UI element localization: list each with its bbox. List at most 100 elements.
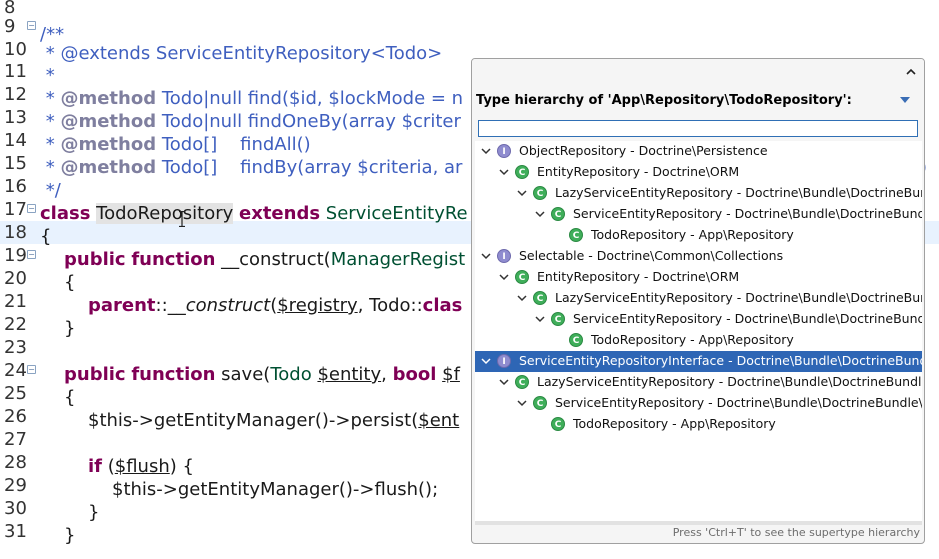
line-number: 22 [4, 314, 27, 335]
code-line-21[interactable]: parent::__construct($registry, Todo::cla… [88, 295, 463, 316]
editor-line: 27 [0, 428, 939, 451]
editor-line: 23 [0, 336, 939, 359]
tree-item-label: TodoRepository - App\Repository [573, 416, 776, 431]
code-line-13[interactable]: * @method Todo|null findOneBy(array $cri… [40, 111, 461, 132]
fold-toggle-icon[interactable]: − [27, 365, 36, 374]
tree-item[interactable]: C ServiceEntityRepository - Doctrine\Bund… [475, 393, 922, 414]
fold-toggle-icon[interactable]: − [27, 204, 36, 213]
code-line-16[interactable]: */ [40, 180, 61, 201]
code-line-18[interactable]: { [40, 226, 52, 247]
code-line-26[interactable]: $this->getEntityManager()->persist($ent [88, 410, 460, 431]
code-line-19[interactable]: public function __construct(ManagerRegis… [64, 249, 466, 270]
fold-toggle-icon[interactable]: − [27, 250, 36, 259]
horizontal-scrollbar[interactable] [475, 521, 922, 525]
line-number: 11 [4, 61, 27, 82]
code-line-11[interactable]: * [40, 65, 55, 86]
editor-line: 25 [0, 382, 939, 405]
class-icon: C [515, 270, 529, 284]
code-line-30[interactable]: } [88, 502, 100, 523]
code-line-24[interactable]: public function save(Todo $entity, bool … [64, 364, 460, 385]
code-line-10[interactable]: * @extends ServiceEntityRepository<Todo> [40, 43, 443, 64]
line-number-gutter [0, 0, 38, 559]
occurrence-highlight[interactable]: TodoRepository [96, 203, 234, 224]
line-number: 28 [4, 452, 27, 473]
chevron-down-icon[interactable] [517, 293, 527, 303]
line-number: 15 [4, 153, 27, 174]
interface-icon: I [497, 354, 511, 368]
tree-item[interactable]: C TodoRepository - App\Repository [475, 330, 922, 351]
line-number: 9 [4, 16, 16, 37]
popup-header [472, 59, 924, 89]
chevron-down-icon[interactable] [499, 167, 509, 177]
class-icon: C [533, 396, 547, 410]
chevron-down-icon[interactable] [517, 398, 527, 408]
code-line-12[interactable]: * @method Todo|null find($id, $lockMode … [40, 88, 464, 109]
tree-item-label: ServiceEntityRepository - Doctrine\Bundl… [573, 206, 922, 221]
line-number: 17 [4, 199, 27, 220]
view-menu-icon[interactable] [900, 96, 910, 104]
code-line-9[interactable]: /** [40, 24, 65, 45]
type-hierarchy-popup[interactable]: Type hierarchy of 'App\Repository\TodoRe… [471, 58, 925, 544]
tree-item-label: LazyServiceEntityRepository - Doctrine\B… [555, 185, 922, 200]
tree-item-label: ServiceEntityRepository - Doctrine\Bundl… [555, 395, 922, 410]
editor-line: 13 [0, 106, 939, 129]
class-icon: C [569, 228, 583, 242]
code-line-29[interactable]: $this->getEntityManager()->flush(); [112, 479, 439, 500]
chevron-up-icon[interactable] [904, 66, 918, 80]
line-number: 26 [4, 406, 27, 427]
editor-line: 19− [0, 244, 939, 267]
code-line-31[interactable]: } [64, 525, 76, 546]
chevron-down-icon[interactable] [499, 272, 509, 282]
editor-line: 30 [0, 497, 939, 520]
tree-item-label: TodoRepository - App\Repository [591, 332, 794, 347]
line-number: 13 [4, 107, 27, 128]
class-icon: C [515, 375, 529, 389]
chevron-down-icon[interactable] [517, 188, 527, 198]
fold-toggle-icon[interactable]: − [27, 21, 36, 30]
interface-icon: I [497, 249, 511, 263]
code-line-20[interactable]: { [64, 272, 76, 293]
popup-status: Press 'Ctrl+T' to see the supertype hier… [672, 526, 920, 539]
editor-line: 21 [0, 290, 939, 313]
code-line-15[interactable]: * @method Todo[] findBy(array $criteria,… [40, 157, 463, 178]
line-number: 16 [4, 176, 27, 197]
code-line-28[interactable]: if ($flush) { [88, 456, 194, 477]
editor-line: 29 [0, 474, 939, 497]
editor-line: 26 [0, 405, 939, 428]
editor-line: 20 [0, 267, 939, 290]
class-icon: C [569, 333, 583, 347]
line-number: 12 [4, 84, 27, 105]
tree-item-label: EntityRepository - Doctrine\ORM [537, 164, 740, 179]
editor-line: 9− [0, 15, 939, 38]
chevron-down-icon[interactable] [535, 314, 545, 324]
line-number: 30 [4, 498, 27, 519]
filter-input[interactable] [478, 120, 918, 137]
editor-line: 10 [0, 38, 939, 61]
tree-item-label: ObjectRepository - Doctrine\Persistence [519, 143, 768, 158]
editor-line: 22 [0, 313, 939, 336]
code-line-25[interactable]: { [64, 387, 76, 408]
chevron-down-icon[interactable] [481, 356, 491, 366]
chevron-down-icon[interactable] [535, 209, 545, 219]
editor-line: 11 [0, 60, 939, 83]
chevron-down-icon[interactable] [481, 146, 491, 156]
chevron-down-icon[interactable] [481, 251, 491, 261]
chevron-down-icon[interactable] [499, 377, 509, 387]
code-line-14[interactable]: * @method Todo[] findAll() [40, 134, 311, 155]
line-number: 25 [4, 383, 27, 404]
code-line-22[interactable]: } [64, 318, 76, 339]
code-line-17[interactable]: class TodoRepository extends ServiceEnti… [40, 203, 468, 224]
